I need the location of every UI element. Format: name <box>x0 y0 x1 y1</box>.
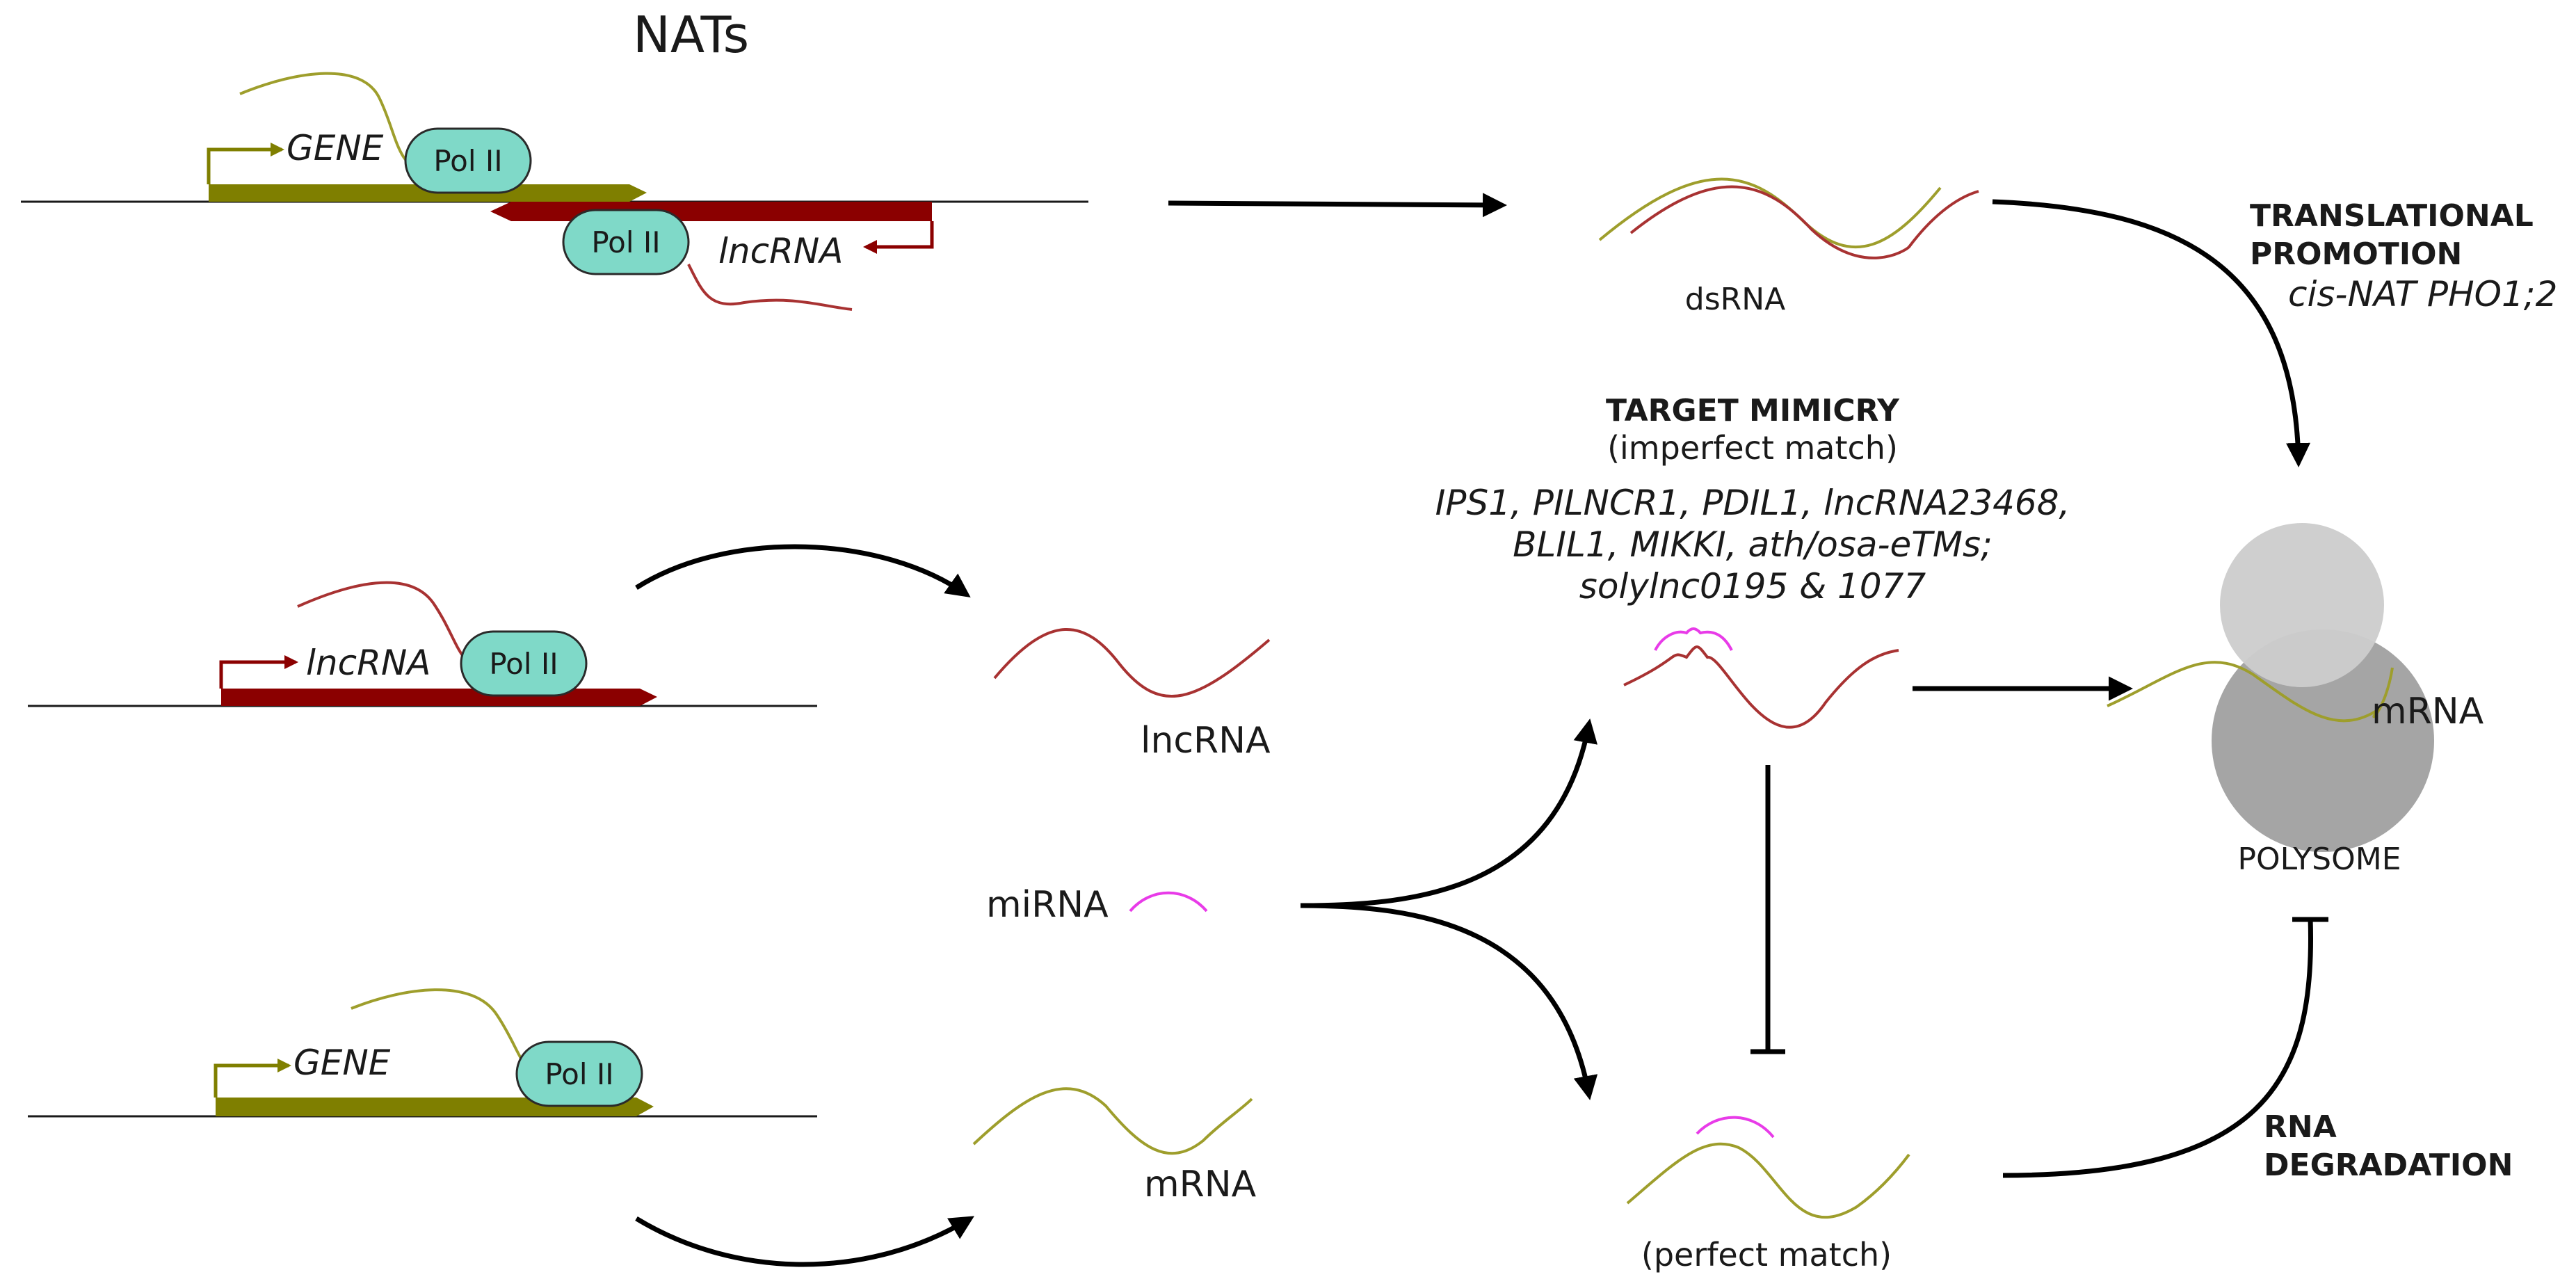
arrow-gene-locus-to-mrna <box>635 1216 974 1267</box>
pol-ii-gene-nats <box>404 127 532 194</box>
pol-ii-label: Pol II <box>591 225 660 259</box>
translational-promotion-title-1: TRANSLATIONAL <box>2250 198 2534 234</box>
target-mimicry-examples-3: solylnc0195 & 1077 <box>1579 566 1926 606</box>
polysome-mrna-label: mRNA <box>2372 691 2484 732</box>
polysome-mrna <box>2107 661 2394 723</box>
gene-label-locus: GENE <box>293 1043 391 1083</box>
inhibition-degradation <box>2002 917 2314 1178</box>
mimicry-mirna <box>1654 627 1733 651</box>
lncrna-tss-arrow-nats <box>863 221 934 254</box>
arrow-nats-to-dsrna <box>1168 193 1507 218</box>
mrna-transcript: mRNA <box>972 1087 1257 1205</box>
translational-promotion-title-2: PROMOTION <box>2250 236 2462 272</box>
target-mimicry-examples-2: BLIL1, MIKKI, ath/osa-eTMs; <box>1513 524 1993 565</box>
polysome: mRNA POLYSOME <box>2107 523 2484 877</box>
ribosome-small-subunit <box>2220 523 2384 687</box>
dsrna-antisense-strand <box>1629 185 1979 259</box>
rna-degradation-title-1: RNA <box>2264 1109 2337 1145</box>
gene-tss-arrow <box>214 1059 291 1098</box>
target-mimicry-heading: TARGET MIMICRY <box>1606 393 1900 428</box>
dsrna-sense-strand <box>1598 177 1942 249</box>
nascent-mrna-nats <box>239 72 425 172</box>
mimicry-lncrna-strand <box>1623 645 1899 729</box>
gene-label-nats: GENE <box>287 128 384 168</box>
dsrna-label: dsRNA <box>1685 282 1785 317</box>
mirna: miRNA <box>986 884 1208 926</box>
arrow-mirna-to-mimicry <box>1300 718 1598 908</box>
perfect-match-complex: (perfect match) <box>1626 1116 1910 1273</box>
lncrna-label-nats: lncRNA <box>718 231 843 271</box>
pol-ii-label: Pol II <box>489 647 558 681</box>
lncrna-tss-arrow <box>219 655 298 689</box>
lncrna-label-locus: lncRNA <box>306 643 430 683</box>
mimicry-complex <box>1623 627 1899 729</box>
lncrna-transcript: lncRNA <box>993 627 1271 762</box>
arrow-lncrna-locus-to-lncrna <box>635 544 971 598</box>
dsrna: dsRNA <box>1598 177 1979 317</box>
gene-bar-nats <box>209 184 647 202</box>
arrow-dsrna-to-polysome <box>1992 199 2310 467</box>
lncrna-bar-nats <box>490 202 932 221</box>
perfect-match-label: (perfect match) <box>1641 1236 1892 1273</box>
target-mimicry-subheading: (imperfect match) <box>1607 429 1898 467</box>
rna-degradation-title-2: DEGRADATION <box>2264 1148 2513 1183</box>
mrna-strand <box>972 1087 1253 1155</box>
pol-ii-lncrna <box>460 630 588 697</box>
gene-locus: Pol II GENE <box>28 988 817 1118</box>
pol-ii-gene <box>515 1040 643 1107</box>
pol-ii-label: Pol II <box>433 144 502 178</box>
lncrna-bar <box>221 689 657 706</box>
translational-promotion-example: cis-NAT PHO1;2 <box>2288 274 2557 314</box>
mrna-label: mRNA <box>1144 1164 1257 1205</box>
polysome-label: POLYSOME <box>2237 842 2401 877</box>
lncrna-locus: Pol II lncRNA <box>28 581 817 707</box>
lncrna-label: lncRNA <box>1141 720 1271 762</box>
gene-tss-arrow-nats <box>207 143 284 184</box>
arrow-mirna-to-perfect <box>1300 903 1598 1100</box>
nats-locus: Pol II Pol II GENE lncRNA <box>21 72 1088 311</box>
target-mimicry-examples-1: IPS1, PILNCR1, PDIL1, lncRNA23468, <box>1435 483 2070 523</box>
mirna-strand <box>1129 891 1208 913</box>
perfect-match-mrna <box>1626 1142 1910 1219</box>
nats-title: NATs <box>633 6 749 64</box>
lncrna-strand <box>993 627 1271 698</box>
nascent-lncrna-nats <box>687 264 853 311</box>
mirna-label: miRNA <box>986 884 1109 926</box>
pol-ii-label: Pol II <box>545 1057 613 1091</box>
perfect-match-mirna <box>1696 1116 1775 1139</box>
pol-ii-lncrna-nats <box>562 209 690 275</box>
